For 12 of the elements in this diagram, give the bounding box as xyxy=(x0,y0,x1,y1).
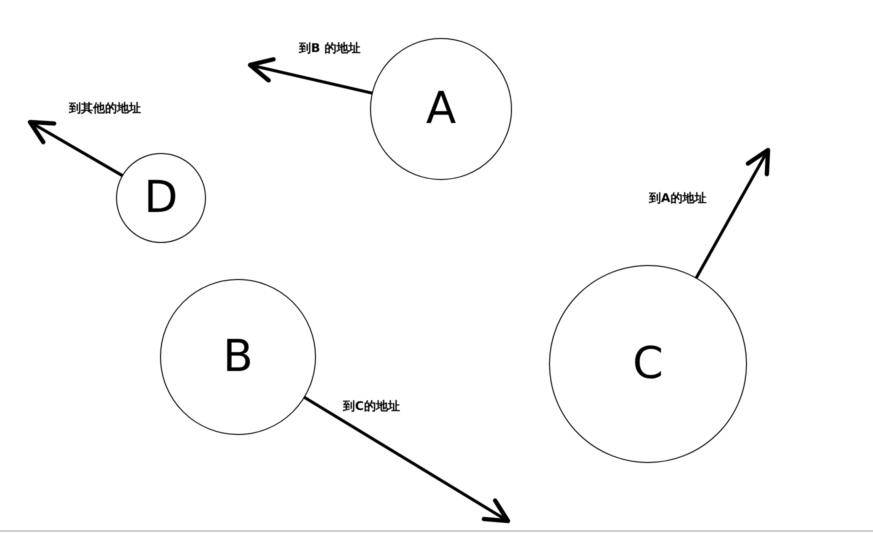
edge-label: 到其他的地址 xyxy=(68,102,142,114)
node-letter: A xyxy=(426,87,456,131)
edge-label: 到C的地址 xyxy=(342,400,401,412)
node-letter: C xyxy=(632,342,664,386)
arrow xyxy=(694,148,770,280)
arrow xyxy=(248,57,374,95)
edge-label: 到A的地址 xyxy=(648,192,708,204)
node-letter: B xyxy=(222,335,254,379)
arrow xyxy=(303,396,510,524)
node-letter: D xyxy=(144,176,178,220)
arrow xyxy=(28,120,124,177)
edge-label: 到B 的地址 xyxy=(298,42,362,54)
